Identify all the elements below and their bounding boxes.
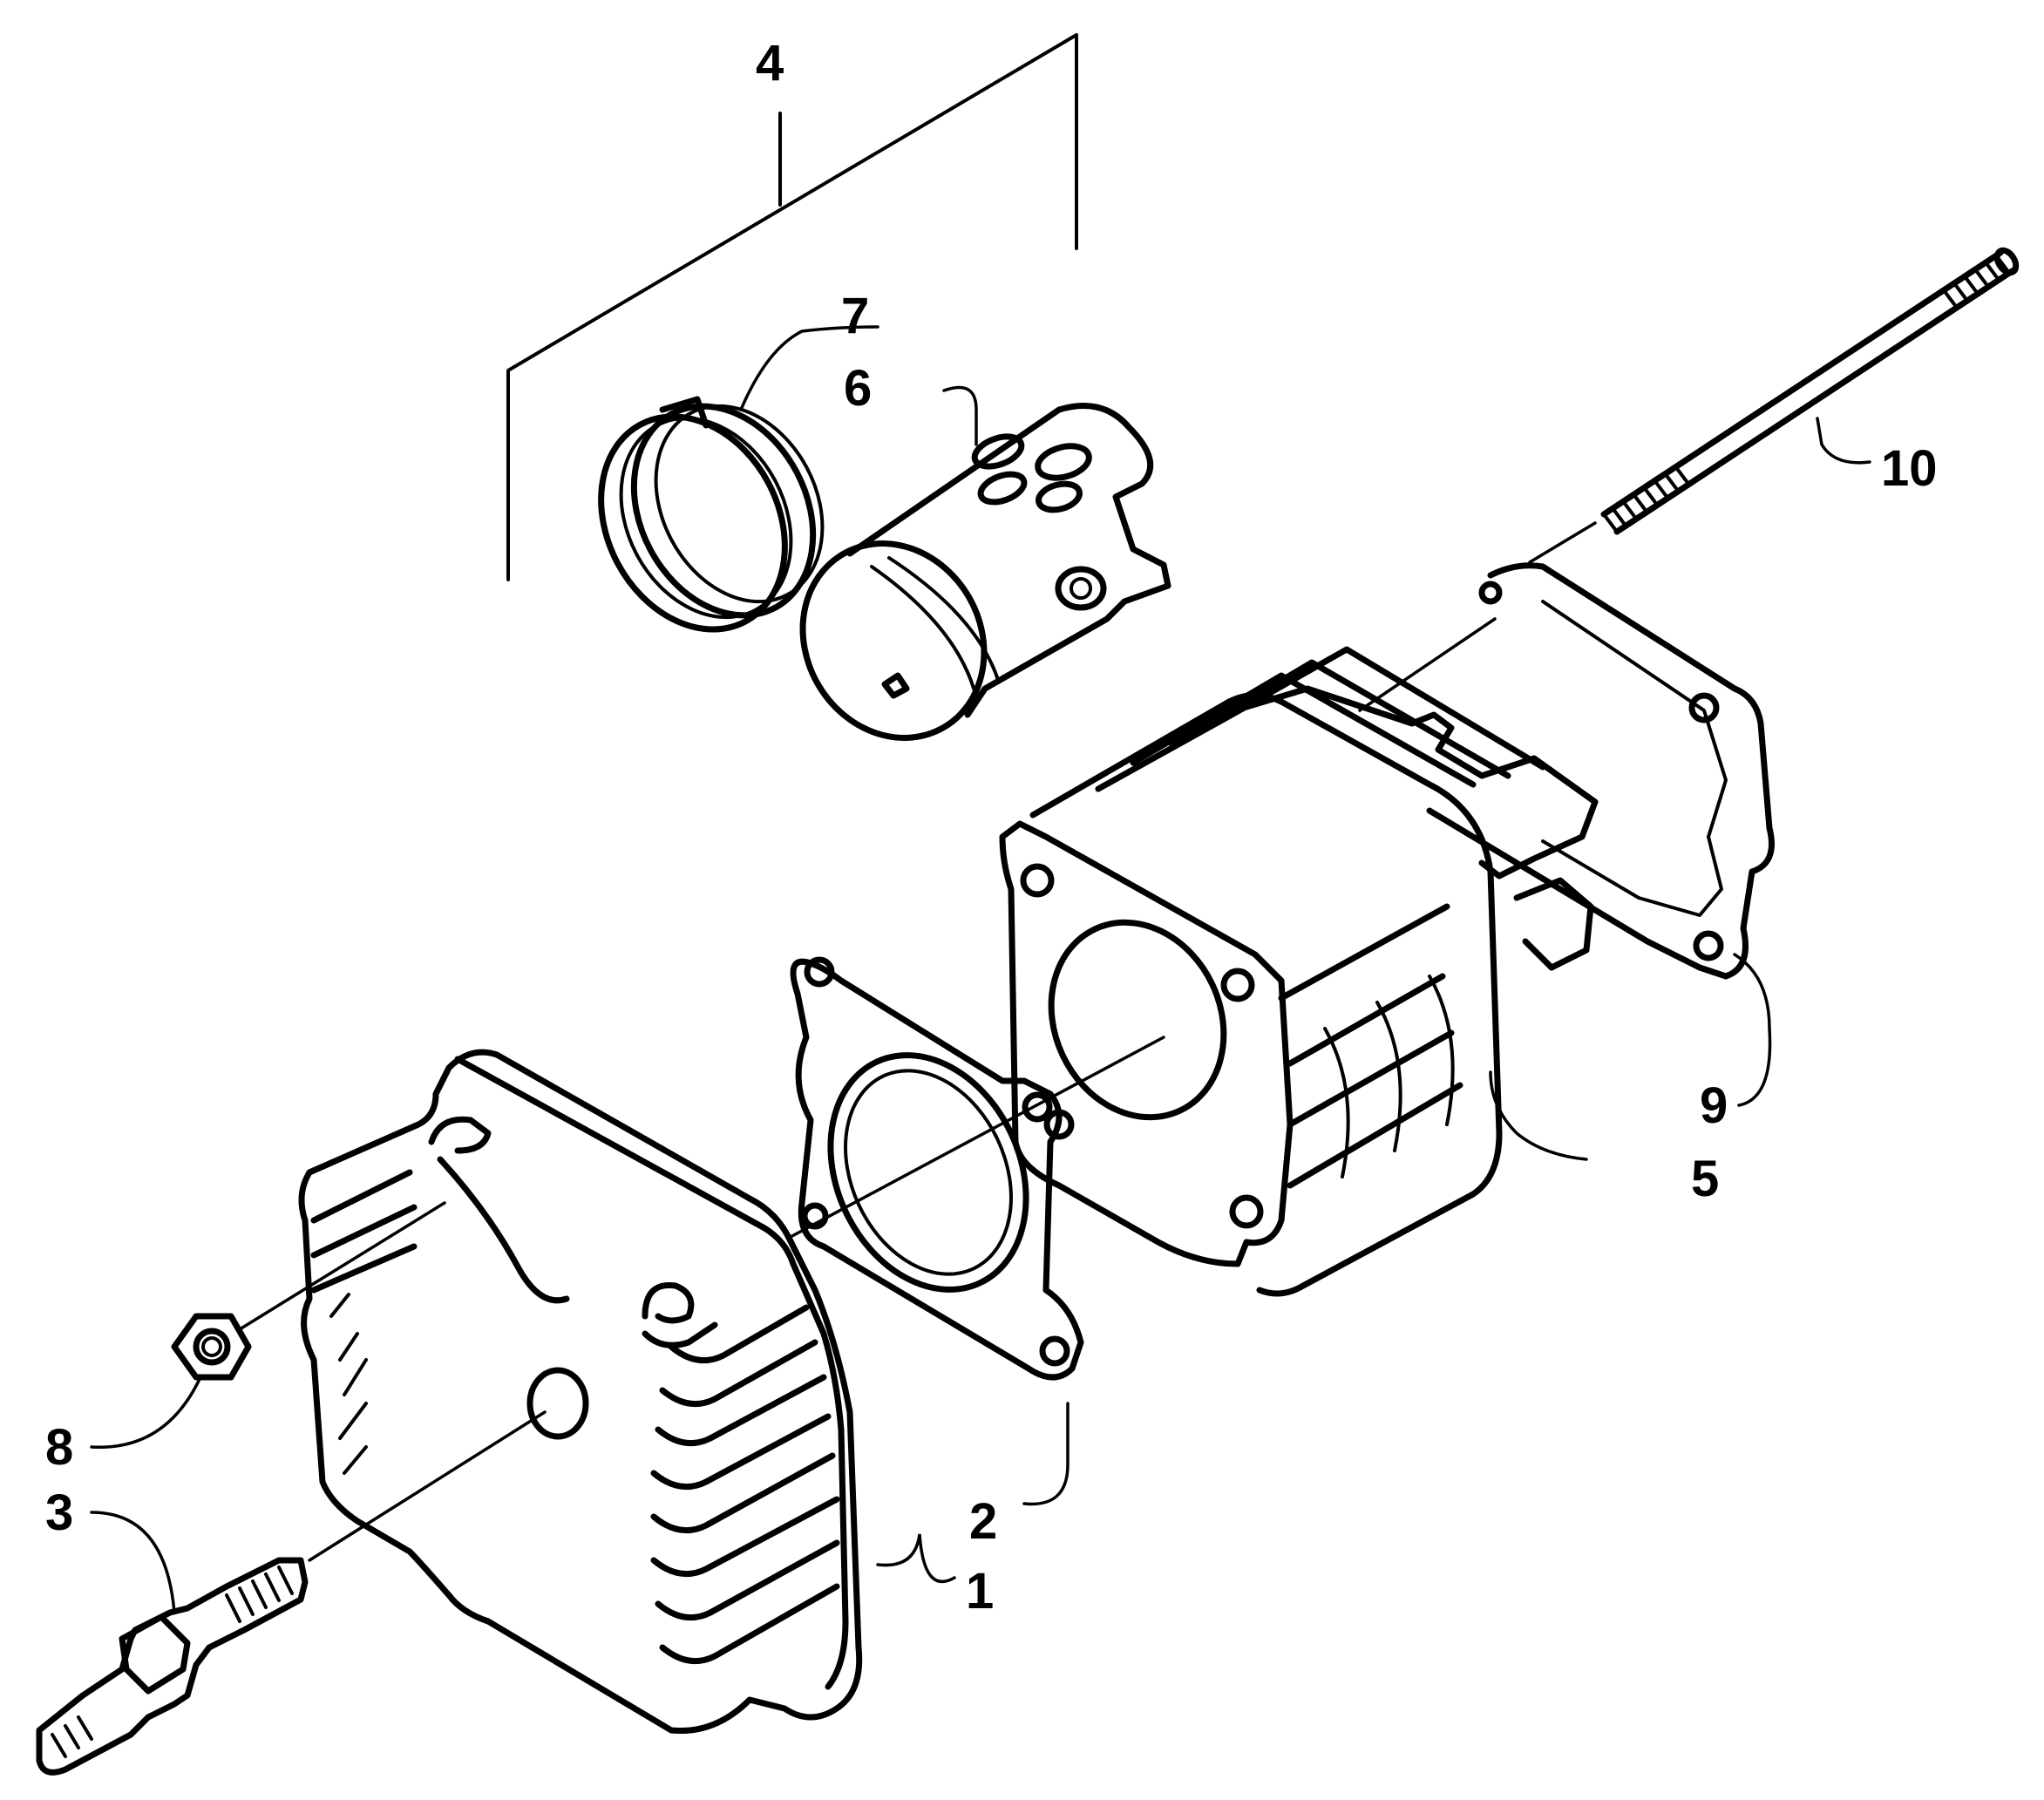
kit-bracket: [506, 33, 1078, 581]
base-gasket: [1426, 562, 1775, 980]
flange-nut: [171, 1313, 252, 1381]
callout-1: 1: [966, 1563, 994, 1620]
head-gasket: [790, 956, 1084, 1381]
cylinder-head: [298, 1049, 863, 1735]
callout-4: 4: [756, 35, 784, 92]
piston-rings: [598, 396, 825, 633]
cylinder: [999, 646, 1599, 1297]
spark-plug: [36, 1557, 309, 1776]
callout-3: 3: [45, 1484, 73, 1541]
leader-lines: [90, 325, 1871, 1614]
callout-2: 2: [969, 1493, 997, 1550]
callout-7: 7: [841, 288, 869, 344]
callout-6: 6: [844, 360, 872, 417]
piston: [799, 403, 1171, 741]
callout-5: 5: [1691, 1151, 1719, 1207]
callout-8: 8: [45, 1419, 73, 1476]
stud-bolt: [1600, 247, 2020, 535]
callout-labels: 1 2 3 4 5 6 7 8 9 10: [45, 35, 1938, 1620]
callout-10: 10: [1881, 440, 1938, 497]
callout-9: 9: [1700, 1077, 1728, 1134]
assembly-lines: [238, 521, 1597, 1562]
